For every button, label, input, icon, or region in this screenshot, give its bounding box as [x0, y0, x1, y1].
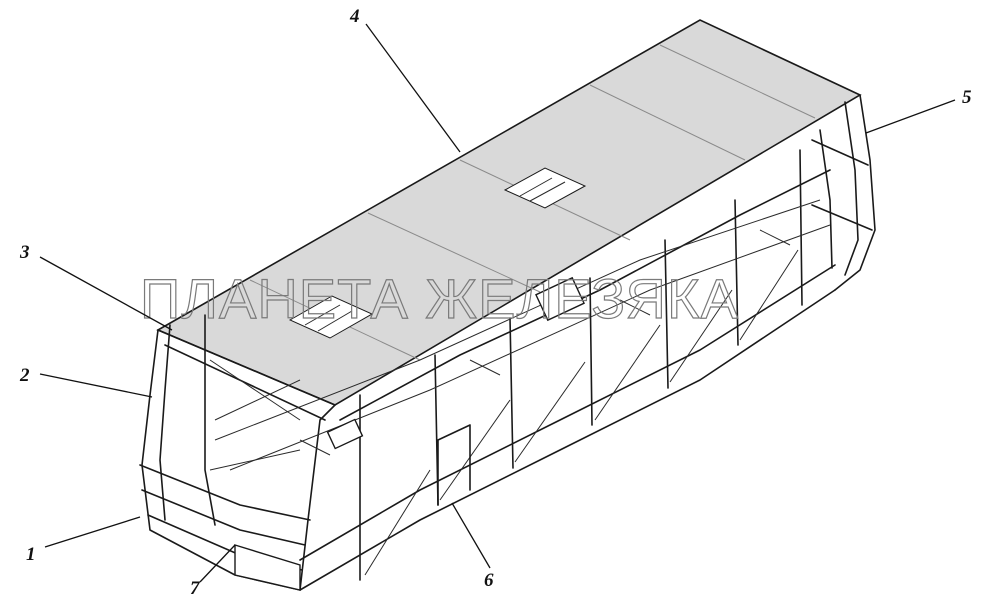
callout-5: 5 — [962, 87, 972, 108]
callout-7: 7 — [190, 578, 201, 599]
callout-2: 2 — [19, 365, 30, 386]
callout-1: 1 — [26, 544, 36, 565]
callout-4: 4 — [349, 6, 360, 27]
watermark-text: ПЛАНЕТА ЖЕЛЕЗЯКА — [140, 267, 739, 330]
roof-panel — [156, 19, 862, 406]
rear-frame — [811, 94, 876, 291]
callout-6: 6 — [484, 570, 494, 591]
front-frame — [139, 314, 336, 591]
callout-3: 3 — [19, 242, 30, 263]
leader-lines — [39, 23, 956, 583]
underframe — [214, 199, 831, 471]
callouts: 1 2 3 4 5 6 7 — [19, 6, 972, 599]
side-frame — [299, 149, 836, 591]
